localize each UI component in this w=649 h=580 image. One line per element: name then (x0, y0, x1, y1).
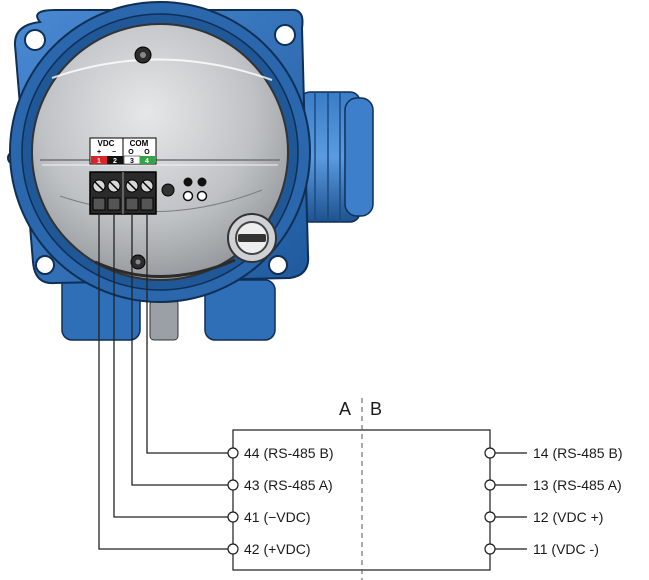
terminal-number-2: 2 (113, 158, 117, 165)
conduit-entry-bottom (61, 269, 276, 341)
terminal-number-1: 1 (97, 158, 101, 165)
corner-bolt-hole (268, 255, 288, 275)
vdc-plus-mark: + (97, 149, 101, 156)
section-b-label: B (370, 399, 382, 419)
inner-faceplate (31, 23, 289, 281)
terminal-number-3: 3 (130, 158, 134, 165)
terminal-b-label-4: 11 (VDC -) (533, 541, 599, 557)
wire-rs485-a (131, 210, 228, 486)
terminal-a-label-4: 42 (+VDC) (244, 541, 311, 557)
terminal-label-block: VDC COM + − O O 1 2 3 4 (89, 137, 157, 165)
corner-bolt-hole (35, 255, 55, 275)
terminal-b-label-1: 14 (RS-485 B) (533, 445, 622, 461)
sensor-housing: VDC COM + − O O 1 2 3 4 (7, 1, 374, 341)
com-mark-left: O (128, 149, 134, 156)
terminal-b-label-3: 12 (VDC +) (533, 509, 603, 525)
wire-rs485-b (146, 210, 228, 454)
wire-vdc-plus (98, 210, 228, 550)
terminal-b-11 (484, 543, 496, 555)
terminal-number-4: 4 (145, 158, 149, 165)
connection-box: A B 44 (RS-485 B) 43 (RS-485 A) 41 (−VDC… (227, 398, 622, 580)
vdc-header: VDC (98, 139, 115, 148)
terminal-a-41 (227, 511, 239, 523)
wires (98, 210, 228, 550)
com-header: COM (130, 139, 149, 148)
vdc-minus-mark: − (112, 149, 116, 156)
terminal-b-14 (484, 447, 496, 459)
terminal-b-13 (484, 479, 496, 491)
terminal-b-label-2: 13 (RS-485 A) (533, 477, 622, 493)
terminal-a-42 (227, 543, 239, 555)
status-leds (161, 177, 208, 202)
section-a-label: A (339, 399, 351, 419)
terminal-a-44 (227, 447, 239, 459)
com-mark-right: O (144, 149, 150, 156)
terminal-block (89, 171, 157, 215)
wire-vdc-minus (113, 210, 228, 518)
corner-bolt-hole (274, 24, 296, 46)
top-screw (134, 46, 152, 64)
terminal-a-label-1: 44 (RS-485 B) (244, 445, 333, 461)
terminal-a-label-3: 41 (−VDC) (244, 509, 311, 525)
terminal-b-12 (484, 511, 496, 523)
terminal-a-label-2: 43 (RS-485 A) (244, 477, 333, 493)
corner-bolt-hole (24, 29, 46, 51)
conduit-entry-right (299, 91, 374, 223)
cover-lock-screw (227, 213, 277, 263)
terminal-a-43 (227, 479, 239, 491)
lower-screw (130, 254, 146, 270)
